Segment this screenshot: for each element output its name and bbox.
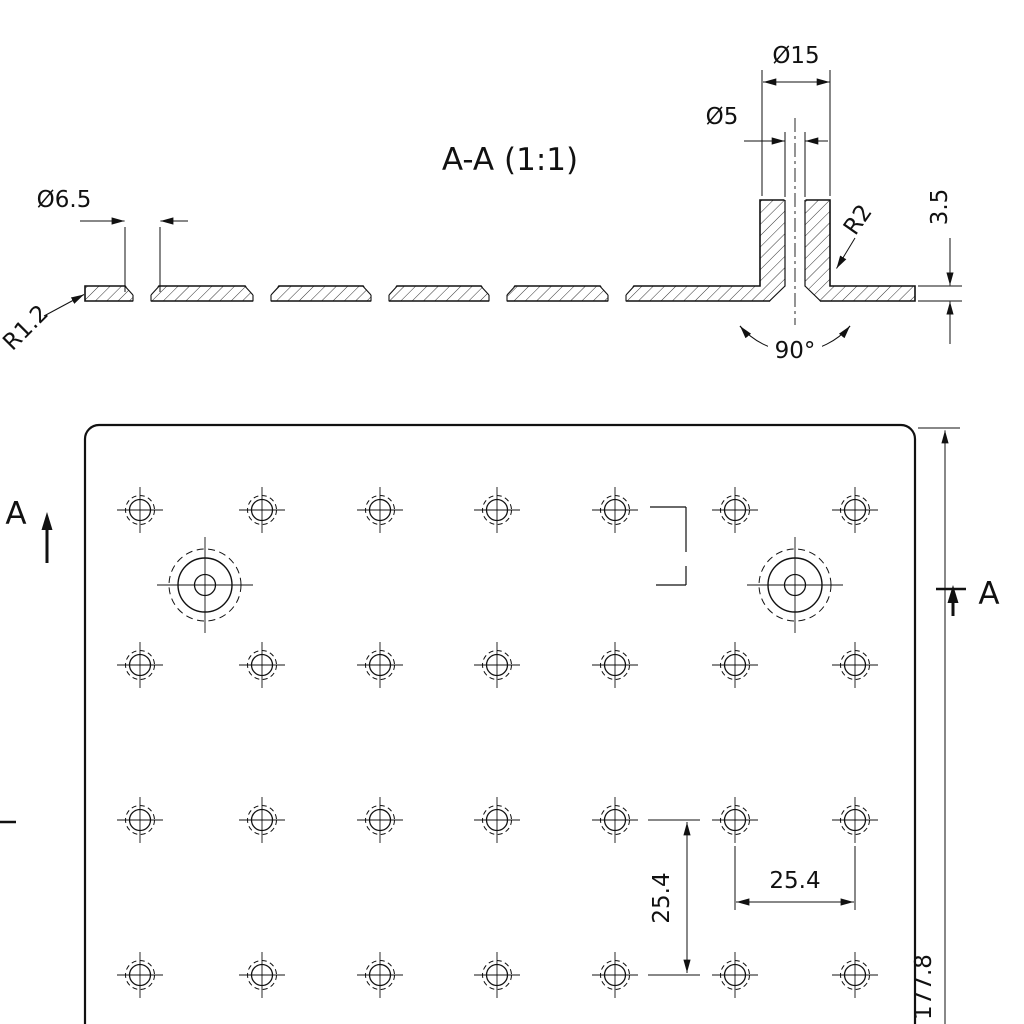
dim-label-boss-outer-dia: Ø15 (772, 43, 819, 69)
section-view: Ø15 Ø5 Ø6.5 3.5 R2 (0, 43, 962, 364)
section-label-right: A (978, 576, 999, 612)
dim-edge-radius: R1.2 (0, 294, 85, 356)
dim-countersink-dia: Ø6.5 (37, 187, 188, 292)
dim-boss-outer-dia: Ø15 (761, 43, 831, 196)
section-marker-left: A (0, 496, 53, 824)
dim-label-plate-depth: 177.8 (911, 954, 937, 1020)
section-view-title: A-A (1:1) (442, 142, 578, 178)
plate-outline (83, 423, 917, 1024)
dim-label-pitch-horizontal: 25.4 (769, 868, 820, 894)
section-arrow-left (41, 512, 53, 530)
section-label-left: A (5, 496, 26, 532)
section-plate-outline (84, 199, 916, 302)
dim-countersink-angle: 90° (739, 325, 851, 364)
section-arrow-right (947, 585, 959, 603)
dim-label-countersink-dia: Ø6.5 (37, 187, 92, 213)
dim-label-countersink-angle: 90° (775, 338, 816, 364)
section-boss-hole (768, 118, 822, 325)
dim-boss-hole-dia: Ø5 (706, 104, 828, 197)
dim-plate-thickness: 3.5 (918, 189, 962, 344)
top-view: A A 25.4 25.4 (0, 423, 1000, 1024)
dim-hole-pitch-horizontal: 25.4 (734, 846, 856, 910)
dim-label-boss-hole-dia: Ø5 (706, 104, 739, 130)
dim-hole-pitch-vertical: 25.4 (648, 819, 700, 976)
dim-label-plate-thickness: 3.5 (927, 189, 953, 226)
section-countersinks (124, 284, 635, 302)
cutting-plane-jog (650, 506, 687, 586)
dim-label-edge-radius: R1.2 (0, 300, 54, 356)
dim-label-boss-fillet: R2 (839, 200, 878, 240)
dim-label-pitch-vertical: 25.4 (649, 872, 675, 923)
section-marker-right: A (936, 576, 1000, 616)
dim-boss-fillet: R2 (836, 200, 878, 269)
dim-plate-depth: 177.8 (911, 427, 960, 1024)
